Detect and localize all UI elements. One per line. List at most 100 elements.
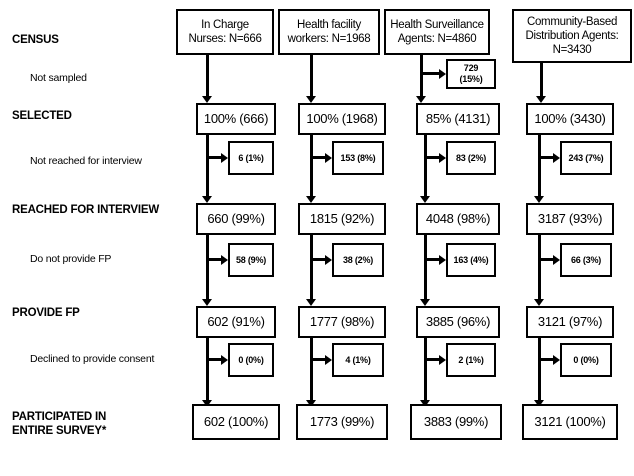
branch-no-fp-col3 (424, 258, 440, 261)
connector-selected-reached-col4 (538, 135, 541, 200)
connector-reached-providefp-col4 (538, 235, 541, 303)
branch-not-reached-col3 (424, 156, 440, 159)
arrowhead-census-selected-col4 (536, 96, 546, 103)
arrowhead-selected-reached-col3 (420, 196, 430, 203)
row-label-census: CENSUS (12, 34, 59, 46)
box-provide-fp-in-charge-nurses: 602 (91%) (196, 306, 276, 338)
arrowhead-no-fp-col3 (439, 255, 446, 265)
row-label-no-fp: Do not provide FP (30, 253, 112, 265)
box-no-fp-in-charge-nurses: 58 (9%) (228, 243, 274, 277)
header-box-health-surveillance-agents: Health Surveillance Agents: N=4860 (384, 9, 490, 55)
box-reached-health-surveillance-agents: 4048 (98%) (416, 203, 500, 235)
branch-no-fp-col4 (538, 258, 554, 261)
connector-selected-reached-col1 (206, 135, 209, 200)
branch-no-fp-col1 (206, 258, 222, 261)
box-no-fp-community-based-distribution-agents: 66 (3%) (560, 243, 612, 277)
arrowhead-not-sampled-col3 (439, 69, 446, 79)
box-reached-health-facility-workers: 1815 (92%) (298, 203, 386, 235)
arrowhead-no-fp-col4 (553, 255, 560, 265)
arrowhead-providefp-participated-col2 (306, 400, 316, 407)
arrowhead-declined-col4 (553, 355, 560, 365)
branch-not-sampled-col3 (420, 72, 440, 75)
row-label-reached: REACHED FOR INTERVIEW (12, 204, 160, 216)
box-selected-community-based-distribution-agents: 100% (3430) (526, 103, 614, 135)
arrowhead-providefp-participated-col4 (534, 400, 544, 407)
connector-reached-providefp-col1 (206, 235, 209, 303)
arrowhead-not-reached-col3 (439, 153, 446, 163)
arrowhead-not-reached-col4 (553, 153, 560, 163)
connector-census-selected-col4 (540, 63, 543, 98)
arrowhead-reached-providefp-col4 (534, 299, 544, 306)
header-box-health-facility-workers: Health facility workers: N=1968 (278, 9, 380, 55)
branch-not-reached-col4 (538, 156, 554, 159)
arrowhead-no-fp-col2 (325, 255, 332, 265)
box-selected-health-facility-workers: 100% (1968) (298, 103, 386, 135)
box-no-fp-health-surveillance-agents: 163 (4%) (446, 243, 496, 277)
arrowhead-selected-reached-col4 (534, 196, 544, 203)
box-not-sampled-health-surveillance-agents: 729 (15%) (446, 59, 496, 89)
arrowhead-not-reached-col2 (325, 153, 332, 163)
branch-not-reached-col1 (206, 156, 222, 159)
connector-census-selected-col2 (310, 55, 313, 98)
arrowhead-declined-col2 (325, 355, 332, 365)
box-declined-community-based-distribution-agents: 0 (0%) (560, 343, 612, 377)
connector-selected-reached-col3 (424, 135, 427, 200)
box-selected-in-charge-nurses: 100% (666) (196, 103, 276, 135)
arrowhead-reached-providefp-col1 (202, 299, 212, 306)
arrowhead-census-selected-col1 (202, 96, 212, 103)
branch-declined-col1 (206, 358, 222, 361)
arrowhead-reached-providefp-col3 (420, 299, 430, 306)
arrowhead-declined-col1 (221, 355, 228, 365)
row-label-participated: PARTICIPATED IN ENTIRE SURVEY* (12, 411, 107, 437)
connector-census-selected-col3 (420, 55, 423, 98)
arrowhead-no-fp-col1 (221, 255, 228, 265)
arrowhead-declined-col3 (439, 355, 446, 365)
arrowhead-census-selected-col2 (306, 96, 316, 103)
branch-declined-col3 (424, 358, 440, 361)
arrowhead-census-selected-col3 (416, 96, 426, 103)
arrowhead-selected-reached-col1 (202, 196, 212, 203)
box-provide-fp-health-surveillance-agents: 3885 (96%) (416, 306, 500, 338)
header-box-in-charge-nurses: In Charge Nurses: N=666 (176, 9, 274, 55)
row-label-selected: SELECTED (12, 110, 72, 122)
box-not-reached-health-surveillance-agents: 83 (2%) (446, 141, 496, 175)
box-declined-in-charge-nurses: 0 (0%) (228, 343, 274, 377)
connector-reached-providefp-col2 (310, 235, 313, 303)
arrowhead-providefp-participated-col1 (202, 400, 212, 407)
row-label-not-sampled: Not sampled (30, 72, 87, 84)
branch-declined-col4 (538, 358, 554, 361)
box-not-reached-health-facility-workers: 153 (8%) (332, 141, 384, 175)
arrowhead-not-reached-col1 (221, 153, 228, 163)
arrowhead-reached-providefp-col2 (306, 299, 316, 306)
branch-no-fp-col2 (310, 258, 326, 261)
row-label-declined: Declined to provide consent (30, 353, 155, 365)
box-not-reached-in-charge-nurses: 6 (1%) (228, 141, 274, 175)
branch-declined-col2 (310, 358, 326, 361)
box-declined-health-facility-workers: 4 (1%) (332, 343, 384, 377)
box-provide-fp-community-based-distribution-agents: 3121 (97%) (526, 306, 614, 338)
box-participated-community-based-distribution-agents: 3121 (100%) (522, 404, 618, 440)
box-reached-in-charge-nurses: 660 (99%) (196, 203, 276, 235)
connector-selected-reached-col2 (310, 135, 313, 200)
box-no-fp-health-facility-workers: 38 (2%) (332, 243, 384, 277)
box-selected-health-surveillance-agents: 85% (4131) (416, 103, 500, 135)
branch-not-reached-col2 (310, 156, 326, 159)
box-declined-health-surveillance-agents: 2 (1%) (446, 343, 496, 377)
box-provide-fp-health-facility-workers: 1777 (98%) (298, 306, 386, 338)
arrowhead-selected-reached-col2 (306, 196, 316, 203)
box-not-reached-community-based-distribution-agents: 243 (7%) (560, 141, 612, 175)
box-participated-health-surveillance-agents: 3883 (99%) (410, 404, 502, 440)
connector-reached-providefp-col3 (424, 235, 427, 303)
row-label-not-reached: Not reached for interview (30, 155, 142, 167)
box-participated-in-charge-nurses: 602 (100%) (192, 404, 280, 440)
arrowhead-providefp-participated-col3 (420, 400, 430, 407)
row-label-provide-fp: PROVIDE FP (12, 307, 80, 319)
connector-census-selected-col1 (206, 55, 209, 98)
box-reached-community-based-distribution-agents: 3187 (93%) (526, 203, 614, 235)
box-participated-health-facility-workers: 1773 (99%) (296, 404, 388, 440)
connector-providefp-participated-col1 (206, 338, 209, 406)
header-box-community-based-distribution-agents: Community-Based Distribution Agents: N=3… (512, 9, 632, 63)
connector-providefp-participated-col2 (310, 338, 313, 406)
connector-providefp-participated-col3 (424, 338, 427, 406)
